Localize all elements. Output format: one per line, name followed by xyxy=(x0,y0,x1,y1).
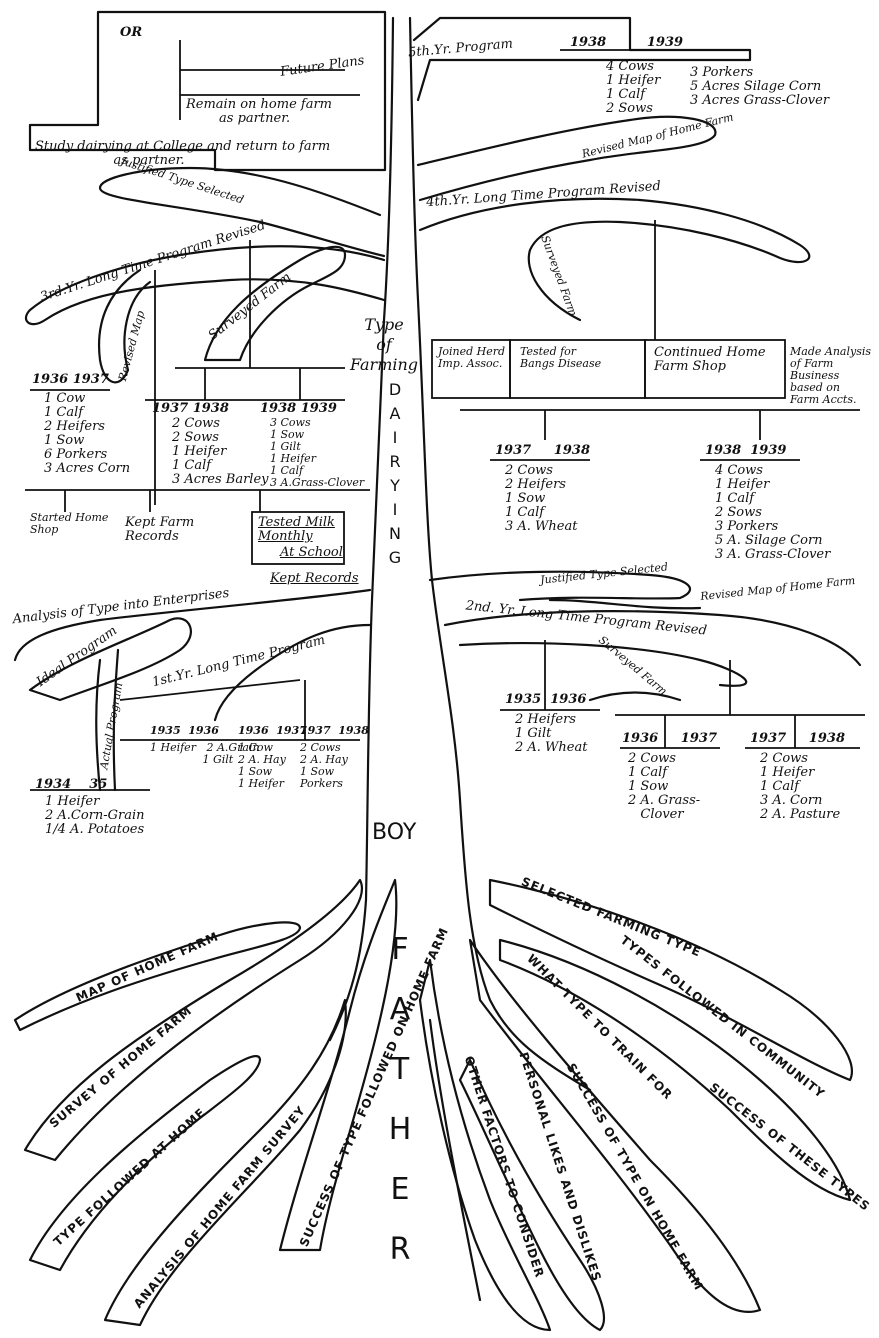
root-what-type xyxy=(470,940,760,1312)
father-letter: R xyxy=(380,1220,420,1280)
kept-records-label: Kept Farm Records xyxy=(125,516,194,544)
y1935-1936-header: 1935 1936 xyxy=(150,725,219,737)
dairying-letter: R xyxy=(385,450,405,474)
y1937-list: 2 Cows 2 Sows 1 Heifer 1 Calf 3 Acres Ba… xyxy=(172,417,269,487)
tested-milk-label: Tested Milk Monthly xyxy=(258,516,335,544)
root-map-left xyxy=(15,922,300,1030)
continued-shop-label: Continued Home Farm Shop xyxy=(654,346,766,374)
y1937-right-list: 2 Cows 2 Heifers 1 Sow 1 Calf 3 A. Wheat xyxy=(505,464,577,534)
y1936-1937b-header: 1936 1937 xyxy=(238,725,307,737)
study-label: Study dairying at College and return to … xyxy=(35,140,330,168)
joined-herd-label: Joined Herd Imp. Assoc. xyxy=(438,346,505,370)
left-justified-branch xyxy=(100,168,384,256)
at-school-label: At School xyxy=(280,546,343,560)
y1936-1937-header: 1936 1937 xyxy=(32,373,109,387)
boy-label: BOY xyxy=(372,826,416,840)
root-other xyxy=(420,960,550,1330)
dairying-letter: G xyxy=(385,546,405,570)
y1934-header: 1934 35 xyxy=(35,778,107,792)
y1934-list: 1 Heifer 2 A.Corn-Grain 1/4 A. Potatoes xyxy=(45,795,145,837)
dairying-letter: A xyxy=(385,402,405,426)
tested-bangs-label: Tested for Bangs Disease xyxy=(520,346,601,370)
y5-list-b: 3 Porkers 5 Acres Silage Corn 3 Acres Gr… xyxy=(690,66,829,108)
y5-header: 1938 1939 xyxy=(570,36,683,50)
surveyed-farm-branch-left xyxy=(205,247,345,360)
father-letter: H xyxy=(380,1100,420,1160)
y1935-1936-right-header: 1935 1936 xyxy=(505,693,586,707)
y1938-right-list: 4 Cows 1 Heifer 1 Calf 2 Sows 3 Porkers … xyxy=(715,464,830,562)
y1935-right-list: 2 Heifers 1 Gilt 2 A. Wheat xyxy=(515,713,587,755)
dairying-letter: Y xyxy=(385,474,405,498)
type-of-farming-label: Type of Farming xyxy=(350,315,418,375)
started-shop-label: Started Home Shop xyxy=(30,512,108,536)
y1937b-right-list: 2 Cows 1 Heifer 1 Calf 3 A. Corn 2 A. Pa… xyxy=(760,752,840,822)
father-letter: E xyxy=(380,1160,420,1220)
remain-label: Remain on home farm as partner. xyxy=(186,98,332,126)
y1936-list: 1 Cow 1 Calf 2 Heifers 1 Sow 6 Porkers 3… xyxy=(44,392,130,476)
y1936-right-list: 2 Cows 1 Calf 1 Sow 2 A. Grass- Clover xyxy=(628,752,700,822)
y1938-list: 3 Cows 1 Sow 1 Gilt 1 Heifer 1 Calf 3 A.… xyxy=(270,417,364,489)
made-analysis-label: Made Analysis of Farm Business based on … xyxy=(790,346,871,406)
father-letter: F xyxy=(380,920,420,980)
y1937-1938-right-header: 1937 1938 xyxy=(495,444,590,458)
y1936-1937-right-header: 1936 1937 xyxy=(622,732,717,746)
dairying-letter: I xyxy=(385,426,405,450)
y1936b-list: 1 Cow 2 A. Hay 1 Sow 1 Heifer xyxy=(238,742,286,790)
y1937b-list: 2 Cows 2 A. Hay 1 Sow Porkers xyxy=(300,742,348,790)
dairying-letter: I xyxy=(385,498,405,522)
y1937-1938b-right-header: 1937 1938 xyxy=(750,732,845,746)
or-label: OR xyxy=(120,26,142,40)
dairying-letter: D xyxy=(385,378,405,402)
y1938-1939-right-header: 1938 1939 xyxy=(705,444,786,458)
y1937-1938b-header: 1937 1938 xyxy=(300,725,369,737)
dairying-letter: N xyxy=(385,522,405,546)
kept-records2-label: Kept Records xyxy=(270,572,359,586)
right-inner-curve xyxy=(590,693,680,701)
fourth-year-branch xyxy=(420,199,809,320)
y1938-1939-header: 1938 1939 xyxy=(260,402,337,416)
y5-list-a: 4 Cows 1 Heifer 1 Calf 2 Sows xyxy=(606,60,660,116)
y1937-1938-header: 1937 1938 xyxy=(152,402,229,416)
